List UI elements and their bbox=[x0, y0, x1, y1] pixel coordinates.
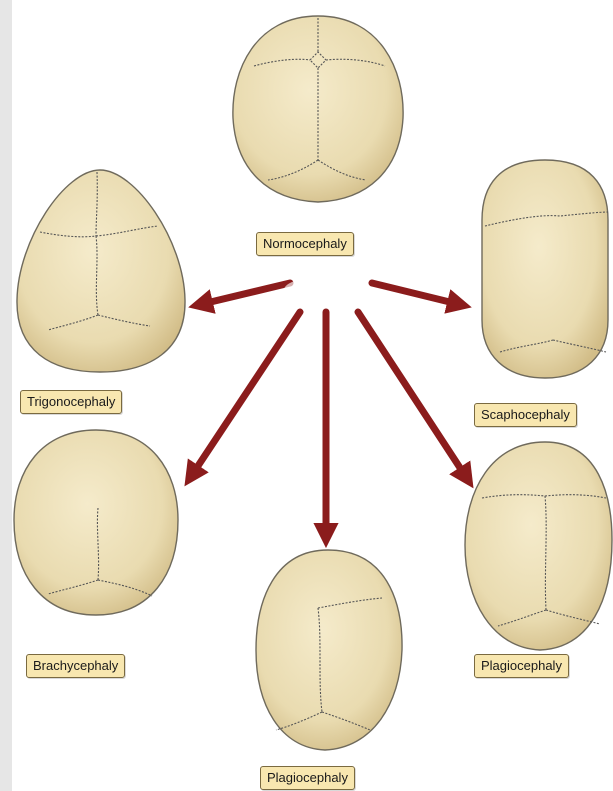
label-normocephaly: Normocephaly bbox=[256, 232, 354, 256]
skull-brachycephaly bbox=[14, 430, 178, 615]
skull-plagiocephaly-center bbox=[256, 550, 402, 750]
label-brachycephaly: Brachycephaly bbox=[26, 654, 125, 678]
skull-plagiocephaly-right bbox=[465, 442, 612, 650]
skull-normocephaly bbox=[233, 16, 403, 202]
label-plagiocephaly-right: Plagiocephaly bbox=[474, 654, 569, 678]
label-trigonocephaly: Trigonocephaly bbox=[20, 390, 122, 414]
skull-scaphocephaly bbox=[482, 160, 608, 378]
label-plagiocephaly-center: Plagiocephaly bbox=[260, 766, 355, 790]
label-scaphocephaly: Scaphocephaly bbox=[474, 403, 577, 427]
